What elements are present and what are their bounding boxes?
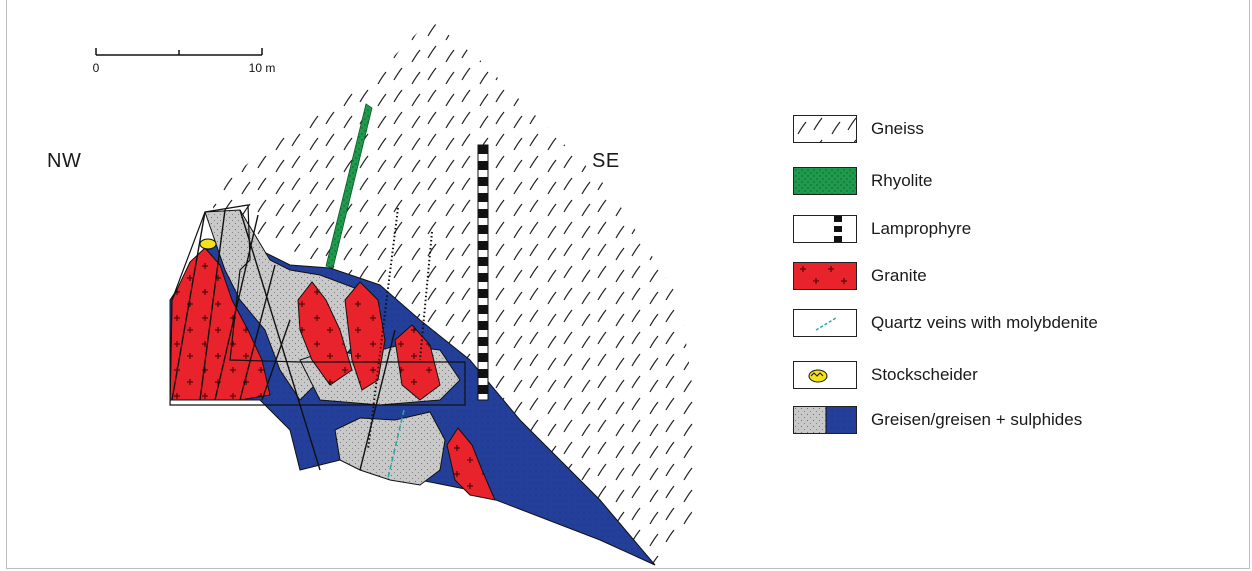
vein-dotted-1 <box>367 207 399 451</box>
granite-apophysis-2 <box>344 281 386 391</box>
scale-bar-end-label: 10 m <box>249 61 276 75</box>
granite-swatch <box>793 262 857 290</box>
legend-label-quartz-veins: Quartz veins with molybdenite <box>871 313 1098 332</box>
legend-label-gneiss: Gneiss <box>871 119 924 138</box>
granite-unit-main <box>169 247 271 401</box>
stockscheider-body <box>199 238 217 250</box>
granite-apophysis-4 <box>446 427 496 501</box>
lamprophyre-dyke <box>477 144 489 401</box>
vein-dotted-2 <box>419 231 433 361</box>
quartz-vein-swatch <box>793 309 857 337</box>
legend-label-rhyolite: Rhyolite <box>871 171 933 190</box>
quartz-vein <box>387 409 405 479</box>
stockscheider-swatch <box>793 361 857 389</box>
rhyolite-swatch <box>793 167 857 195</box>
direction-label-se: SE <box>592 150 620 172</box>
rhyolite-dyke <box>325 103 373 269</box>
scale-bar: 0 10 m <box>93 48 276 75</box>
legend-label-stockscheider: Stockscheider <box>871 365 978 384</box>
greisen-unit-lower <box>334 411 446 486</box>
gneiss-unit <box>210 20 700 565</box>
granite-apophysis-1 <box>297 281 353 386</box>
legend-label-greisen: Greisen/greisen + sulphides <box>871 410 1083 429</box>
legend-label-lamprophyre: Lamprophyre <box>871 219 972 238</box>
direction-label-nw: NW <box>47 150 82 172</box>
scale-bar-start-label: 0 <box>93 61 100 75</box>
figure-frame <box>6 0 1250 569</box>
legend-label-granite: Granite <box>871 266 927 285</box>
gneiss-swatch <box>793 115 857 143</box>
mine-workings-outline <box>169 204 466 406</box>
greisen-swatch <box>793 406 857 434</box>
fault-lines <box>171 209 396 471</box>
lamprophyre-swatch <box>793 215 857 243</box>
